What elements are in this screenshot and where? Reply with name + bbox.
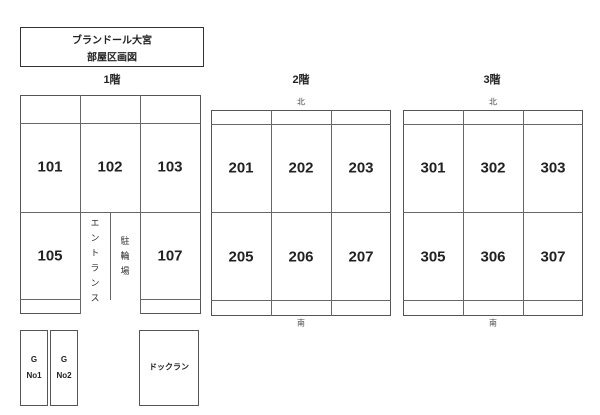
room-102: 102 <box>97 158 123 176</box>
room-306: 306 <box>480 248 506 266</box>
floor2-line <box>211 300 391 301</box>
entrance-label: エントランス <box>89 218 100 308</box>
floor3-line <box>463 110 464 316</box>
room-202: 202 <box>288 159 314 177</box>
title-line1: ブランドール大宮 <box>72 35 152 47</box>
floor3-label: 3階 <box>483 74 501 86</box>
floor1-label: 1階 <box>103 74 121 86</box>
floor1-line <box>20 123 201 124</box>
garage-no2-label: G No2 <box>56 355 72 380</box>
title-box <box>20 27 204 67</box>
room-107: 107 <box>157 247 183 265</box>
room-203: 203 <box>348 159 374 177</box>
room-207: 207 <box>348 248 374 266</box>
room-302: 302 <box>480 159 506 177</box>
room-303: 303 <box>540 159 566 177</box>
dog-run-label: ドックラン <box>149 362 189 372</box>
garage-no1-label: G No1 <box>26 355 42 380</box>
floor2-north-label: 北 <box>297 97 305 107</box>
floor3-line <box>403 212 583 213</box>
floor2-south-label: 南 <box>297 318 305 328</box>
floor2-line <box>211 212 391 213</box>
room-307: 307 <box>540 248 566 266</box>
floor2-line <box>331 110 332 316</box>
floor3-south-label: 南 <box>489 318 497 328</box>
floor3-north-label: 北 <box>489 97 497 107</box>
room-201: 201 <box>228 159 254 177</box>
room-205: 205 <box>228 248 254 266</box>
floor3-line <box>403 124 583 125</box>
room-301: 301 <box>420 159 446 177</box>
room-101: 101 <box>37 158 63 176</box>
floor1-line <box>20 299 80 300</box>
floor2-line <box>271 110 272 316</box>
room-305: 305 <box>420 248 446 266</box>
bicycle-parking-label: 駐輪場 <box>119 236 130 281</box>
room-103: 103 <box>157 158 183 176</box>
room-105: 105 <box>37 247 63 265</box>
floor3-line <box>403 300 583 301</box>
floor2-line <box>211 124 391 125</box>
garage-no2 <box>50 330 78 406</box>
dog-run <box>139 330 199 406</box>
floor1-line <box>140 95 141 314</box>
floor2-label: 2階 <box>292 74 310 86</box>
room-206: 206 <box>288 248 314 266</box>
floor2-outline <box>211 110 391 316</box>
floor3-outline <box>403 110 583 316</box>
floor1-line <box>80 95 81 314</box>
floor1-line <box>140 299 201 300</box>
floor1-line <box>110 212 111 300</box>
garage-no1 <box>20 330 48 406</box>
floor3-line <box>523 110 524 316</box>
entrance-gap <box>81 300 140 316</box>
title-line2: 部屋区画図 <box>87 52 137 64</box>
